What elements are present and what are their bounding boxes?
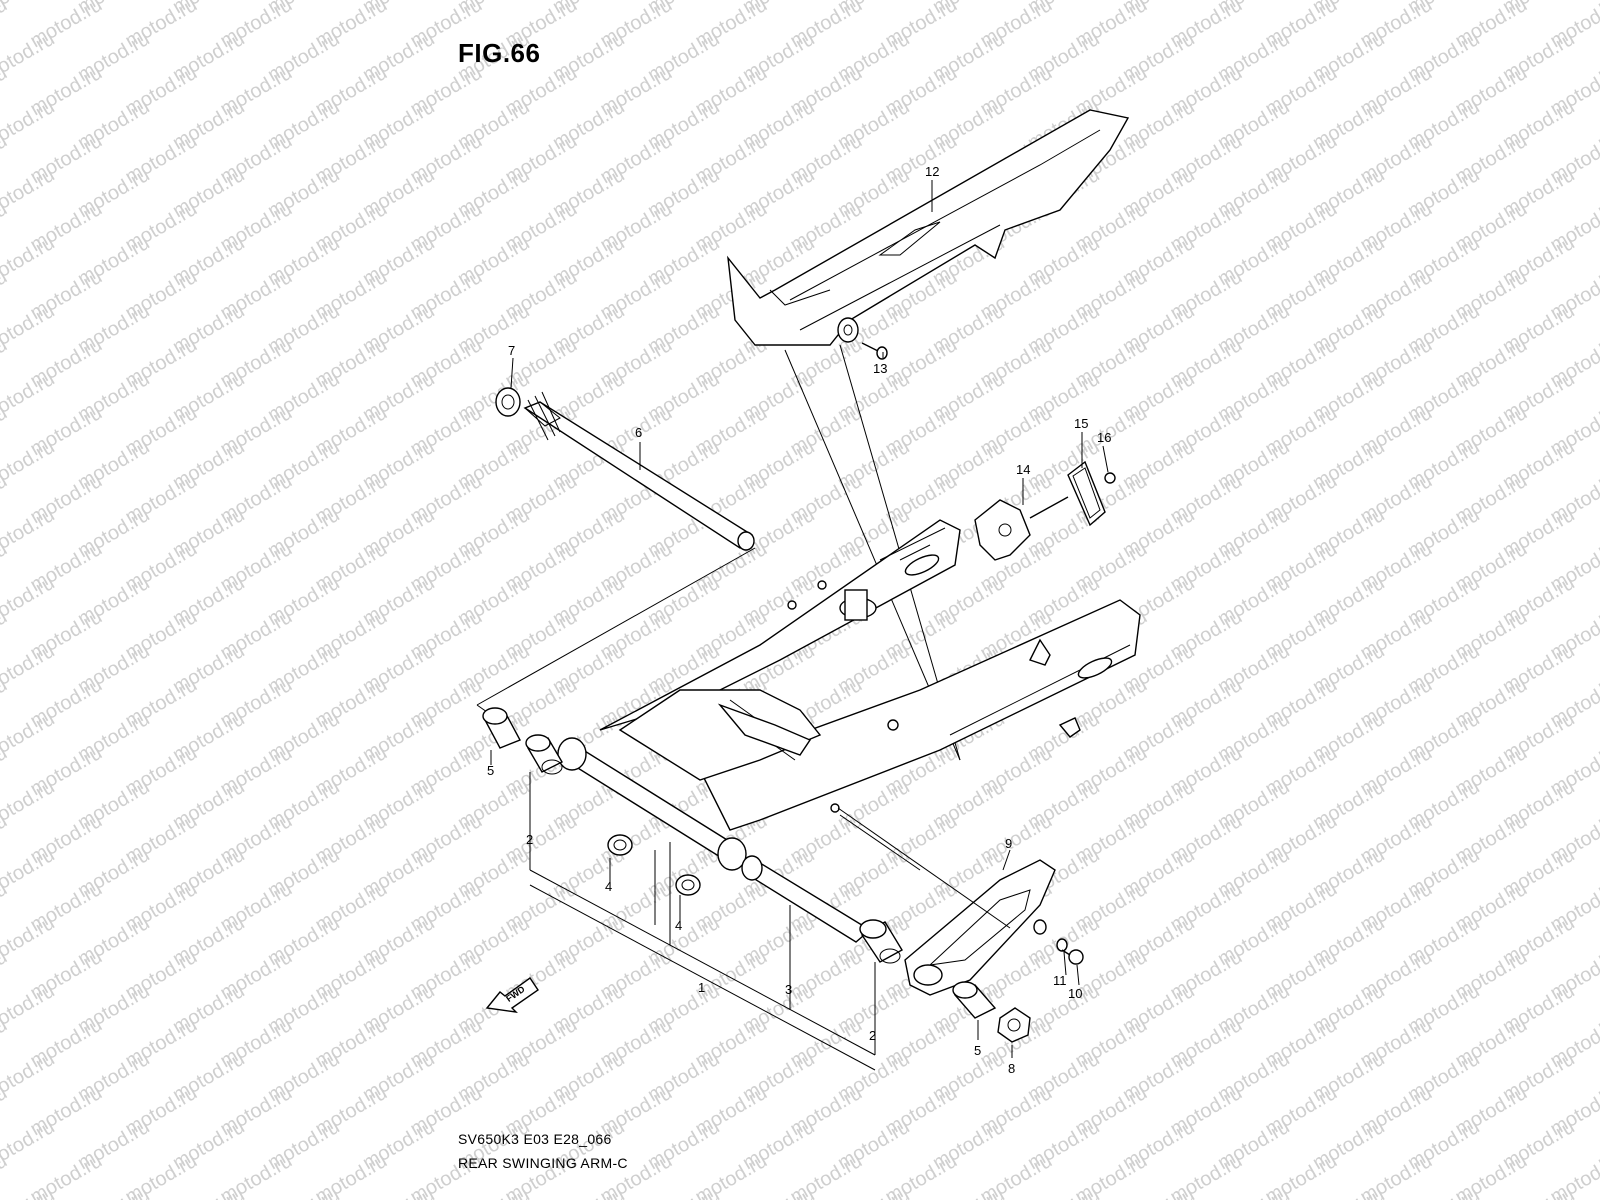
callout-6: 6 [635,425,642,440]
assembly-brackets [529,772,876,1071]
pivot-spacer-3 [741,855,872,943]
figure-title: FIG.66 [458,38,541,68]
spacer-5-right [952,981,997,1019]
leader-guide [837,807,1011,929]
leader-shaft-bracket-a [476,547,756,706]
callout-3: 3 [785,982,792,997]
washer-11 [1056,938,1068,952]
bearing-2-right [859,919,903,964]
callout-1: 1 [698,980,705,995]
callout-16: 16 [1097,430,1111,445]
swing-arm [557,519,1141,871]
bolt-16 [1104,472,1116,484]
part-callouts: 7 6 12 13 14 15 16 5 2 4 4 1 3 2 9 11 10… [487,164,1111,1076]
bearing-4-lower [675,874,701,896]
bearing-2-left [525,734,563,775]
callout-2-left: 2 [526,832,533,847]
adjuster-cover [1067,460,1106,527]
callout-10: 10 [1068,986,1082,1001]
diagram-code: SV650K3 E03 E28_066 [458,1131,612,1147]
bearing-4-upper [607,834,633,856]
callout-8: 8 [1008,1061,1015,1076]
leader-guide-top [839,814,921,871]
callout-14: 14 [1016,462,1030,477]
callout-11: 11 [1053,973,1067,988]
callout-12: 12 [925,164,939,179]
callout-4-lower: 4 [675,918,682,933]
callout-leaders [490,180,1109,1058]
nut-8 [997,1007,1031,1043]
pivot-nut [495,387,521,417]
callout-15: 15 [1074,416,1088,431]
callout-9: 9 [1005,836,1012,851]
callout-5-right: 5 [974,1043,981,1058]
bolt-10 [1061,949,1084,965]
callout-7: 7 [508,343,515,358]
chain-guide [904,859,1056,996]
callout-4-upper: 4 [605,879,612,894]
diagram-name: REAR SWINGING ARM-C [458,1155,628,1171]
callout-5-left: 5 [487,763,494,778]
adjuster-plate [974,496,1069,561]
pivot-shaft [523,391,755,551]
forward-arrow-icon: FWD [485,977,539,1013]
callout-13: 13 [873,361,887,376]
bolt-13 [861,342,888,360]
callout-2-right: 2 [869,1028,876,1043]
chain-case [727,109,1130,346]
spacer-5-left [482,707,521,749]
